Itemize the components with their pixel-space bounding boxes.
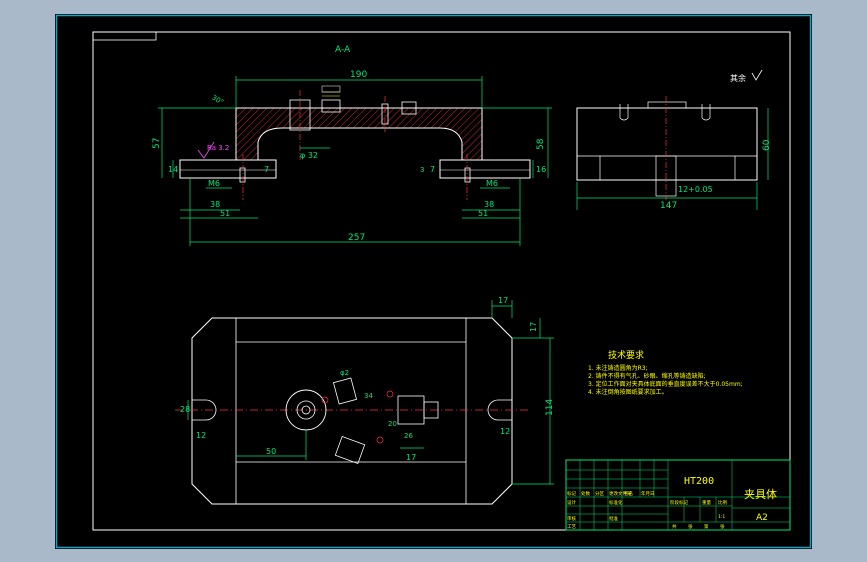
bottom-label: 张 [720,523,725,530]
clamp-block [334,435,366,465]
row-label: 签名 [624,490,633,497]
dim-right-height: 58 [536,138,546,150]
title-block-frame [565,459,791,531]
note-item-2: 2. 铸件不得有气孔、砂眼、缩孔等铸造缺陷; [588,372,706,380]
plan-dim-top-b: 17 [529,322,538,332]
right-base-plate [439,159,531,179]
bottom-label: 第 [704,523,709,530]
boss-inner [296,400,316,420]
locator-tip [423,401,439,419]
dim-right-foot: 38 [484,200,494,209]
dim-bore: φ 32 [300,151,318,160]
clamp-block [332,377,358,405]
title-material: HT200 [684,476,714,487]
plan-dim-left-offset: 28 [180,405,190,414]
inner-frame [92,31,791,531]
stage-label: 重量 [702,499,711,506]
right-bolt [464,167,471,183]
pin-circle [376,436,384,444]
title-part-name: 夹具体 [744,487,777,501]
plan-dim-mid-1: 26 [404,432,413,440]
plan-outline [191,317,513,505]
dim-left-height: 57 [152,138,162,149]
dim-right-base: 51 [478,209,488,218]
notes-title: 技术要求 [608,349,644,361]
bottom-label: 共 [672,523,677,530]
side-view-pin [619,104,629,121]
plan-dim-left-radius: 12 [196,431,206,440]
row-label: 标记 [567,490,576,497]
plan-dim-mid-hole: φ2 [340,369,349,377]
dim-top-width: 190 [350,70,367,80]
roughness-note: 其余 [730,73,746,83]
left-label-process: 工艺 [567,524,576,530]
plan-dim-bottom-left: 50 [266,447,276,456]
dim-right-step: 16 [536,165,546,174]
technical-notes: 技术要求 1. 未注铸造圆角为R3; 2. 铸件不得有气孔、砂眼、缩孔等铸造缺陷… [588,349,743,396]
dim-left-small: 7 [264,165,269,174]
bottom-label: 张 [688,523,693,530]
corner-code-box [92,31,157,41]
title-block: HT200 夹具体 A2 标记 处数 分区 更改文件号 签名 年月日 设计 审核… [565,459,791,531]
side-dim-height: 60 [762,139,772,151]
left-bolt [239,167,246,183]
plan-dim-height: 114 [545,399,555,416]
boss-hole [301,405,311,415]
pin-circle [386,390,394,398]
drawing-sheet [55,14,812,549]
roughness-icon [197,141,215,159]
note-item-1: 1. 未注铸造圆角为R3; [588,364,648,372]
dim-left-base: 51 [220,209,230,218]
dim-left-foot: 38 [210,200,220,209]
mid-label-standard: 标准化 [609,499,623,506]
left-label-design: 设计 [567,499,576,506]
stage-label: 阶段标记 [670,499,688,506]
row-label: 更改文件号 [609,490,632,497]
note-item-3: 3. 定位工作面对夹具体底面的垂直度误差不大于0.05mm; [588,380,743,388]
row-label: 分区 [595,490,604,497]
row-label: 年月日 [641,490,655,497]
right-u-slot [487,399,512,421]
locating-pin [289,99,311,131]
section-title: A-A [335,45,351,55]
dim-right-small: 7 [430,165,435,174]
tolerance-frame [321,85,341,93]
section-hatch-body [235,107,483,161]
plan-dim-mid-0: 20 [388,420,397,428]
bushing [321,99,341,113]
side-dim-width: 147 [660,201,677,211]
plan-dim-right-radius: 12 [500,427,510,436]
plan-dim-top-a: 17 [498,296,508,305]
side-view-top-block [647,101,687,109]
side-view: 147 60 12+0.05 [576,96,772,211]
side-view-pin [701,104,711,121]
support-block [401,101,417,115]
title-sheet-size: A2 [756,513,768,523]
plan-dim-mid-2: 34 [364,392,373,400]
section-view: A-A [152,45,552,246]
dim-right-three: 3 [420,166,424,174]
stage-label: 比例 [718,499,727,506]
outer-border [55,14,812,549]
mid-label-approve: 批准 [609,515,618,522]
roughness-value: Ra 3.2 [207,144,229,152]
pin-circle [321,396,329,404]
plan-dim-bottom-mid: 17 [406,453,416,462]
note-item-4: 4. 未注倒角按图纸要求加工。 [588,388,668,396]
left-base-plate [179,159,277,179]
dim-thread-left: M6 [208,179,220,188]
plan-view: 17 17 114 12 12 50 17 28 φ2 20 26 34 [175,296,555,505]
scale-value: 1:1 [718,514,725,520]
dim-thread-right: M6 [486,179,498,188]
roughness-check-icon [751,69,763,81]
left-label-review: 审核 [567,515,576,522]
side-dim-slot: 12+0.05 [678,185,713,194]
row-label: 处数 [581,490,590,497]
dim-overall-width: 257 [348,233,365,243]
dim-left-step: 14 [168,165,178,174]
